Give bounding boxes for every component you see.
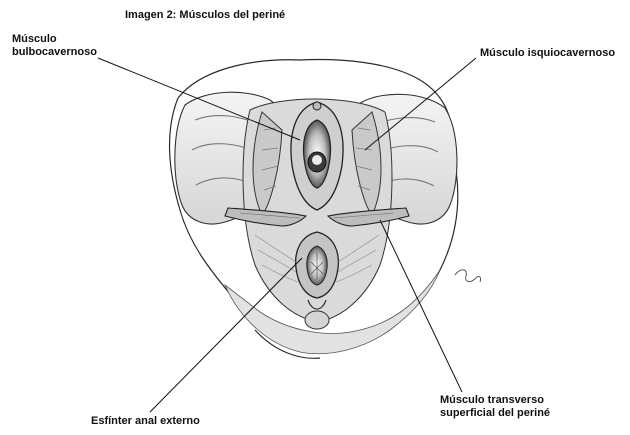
label-transverso: Músculo transverso superficial del perin…: [440, 394, 550, 420]
artist-signature: [455, 270, 481, 282]
clitoris: [313, 102, 321, 110]
label-bulbocavernoso-line2: bulbocavernoso: [12, 46, 97, 59]
label-transverso-line1: Músculo transverso: [440, 394, 550, 407]
label-esfinter-anal: Esfínter anal externo: [91, 415, 200, 428]
label-transverso-line2: superficial del periné: [440, 407, 550, 420]
label-bulbocavernoso-line1: Músculo: [12, 33, 97, 46]
label-isquiocavernoso: Músculo isquiocavernoso: [480, 47, 615, 60]
label-bulbocavernoso: Músculo bulbocavernoso: [12, 33, 97, 59]
